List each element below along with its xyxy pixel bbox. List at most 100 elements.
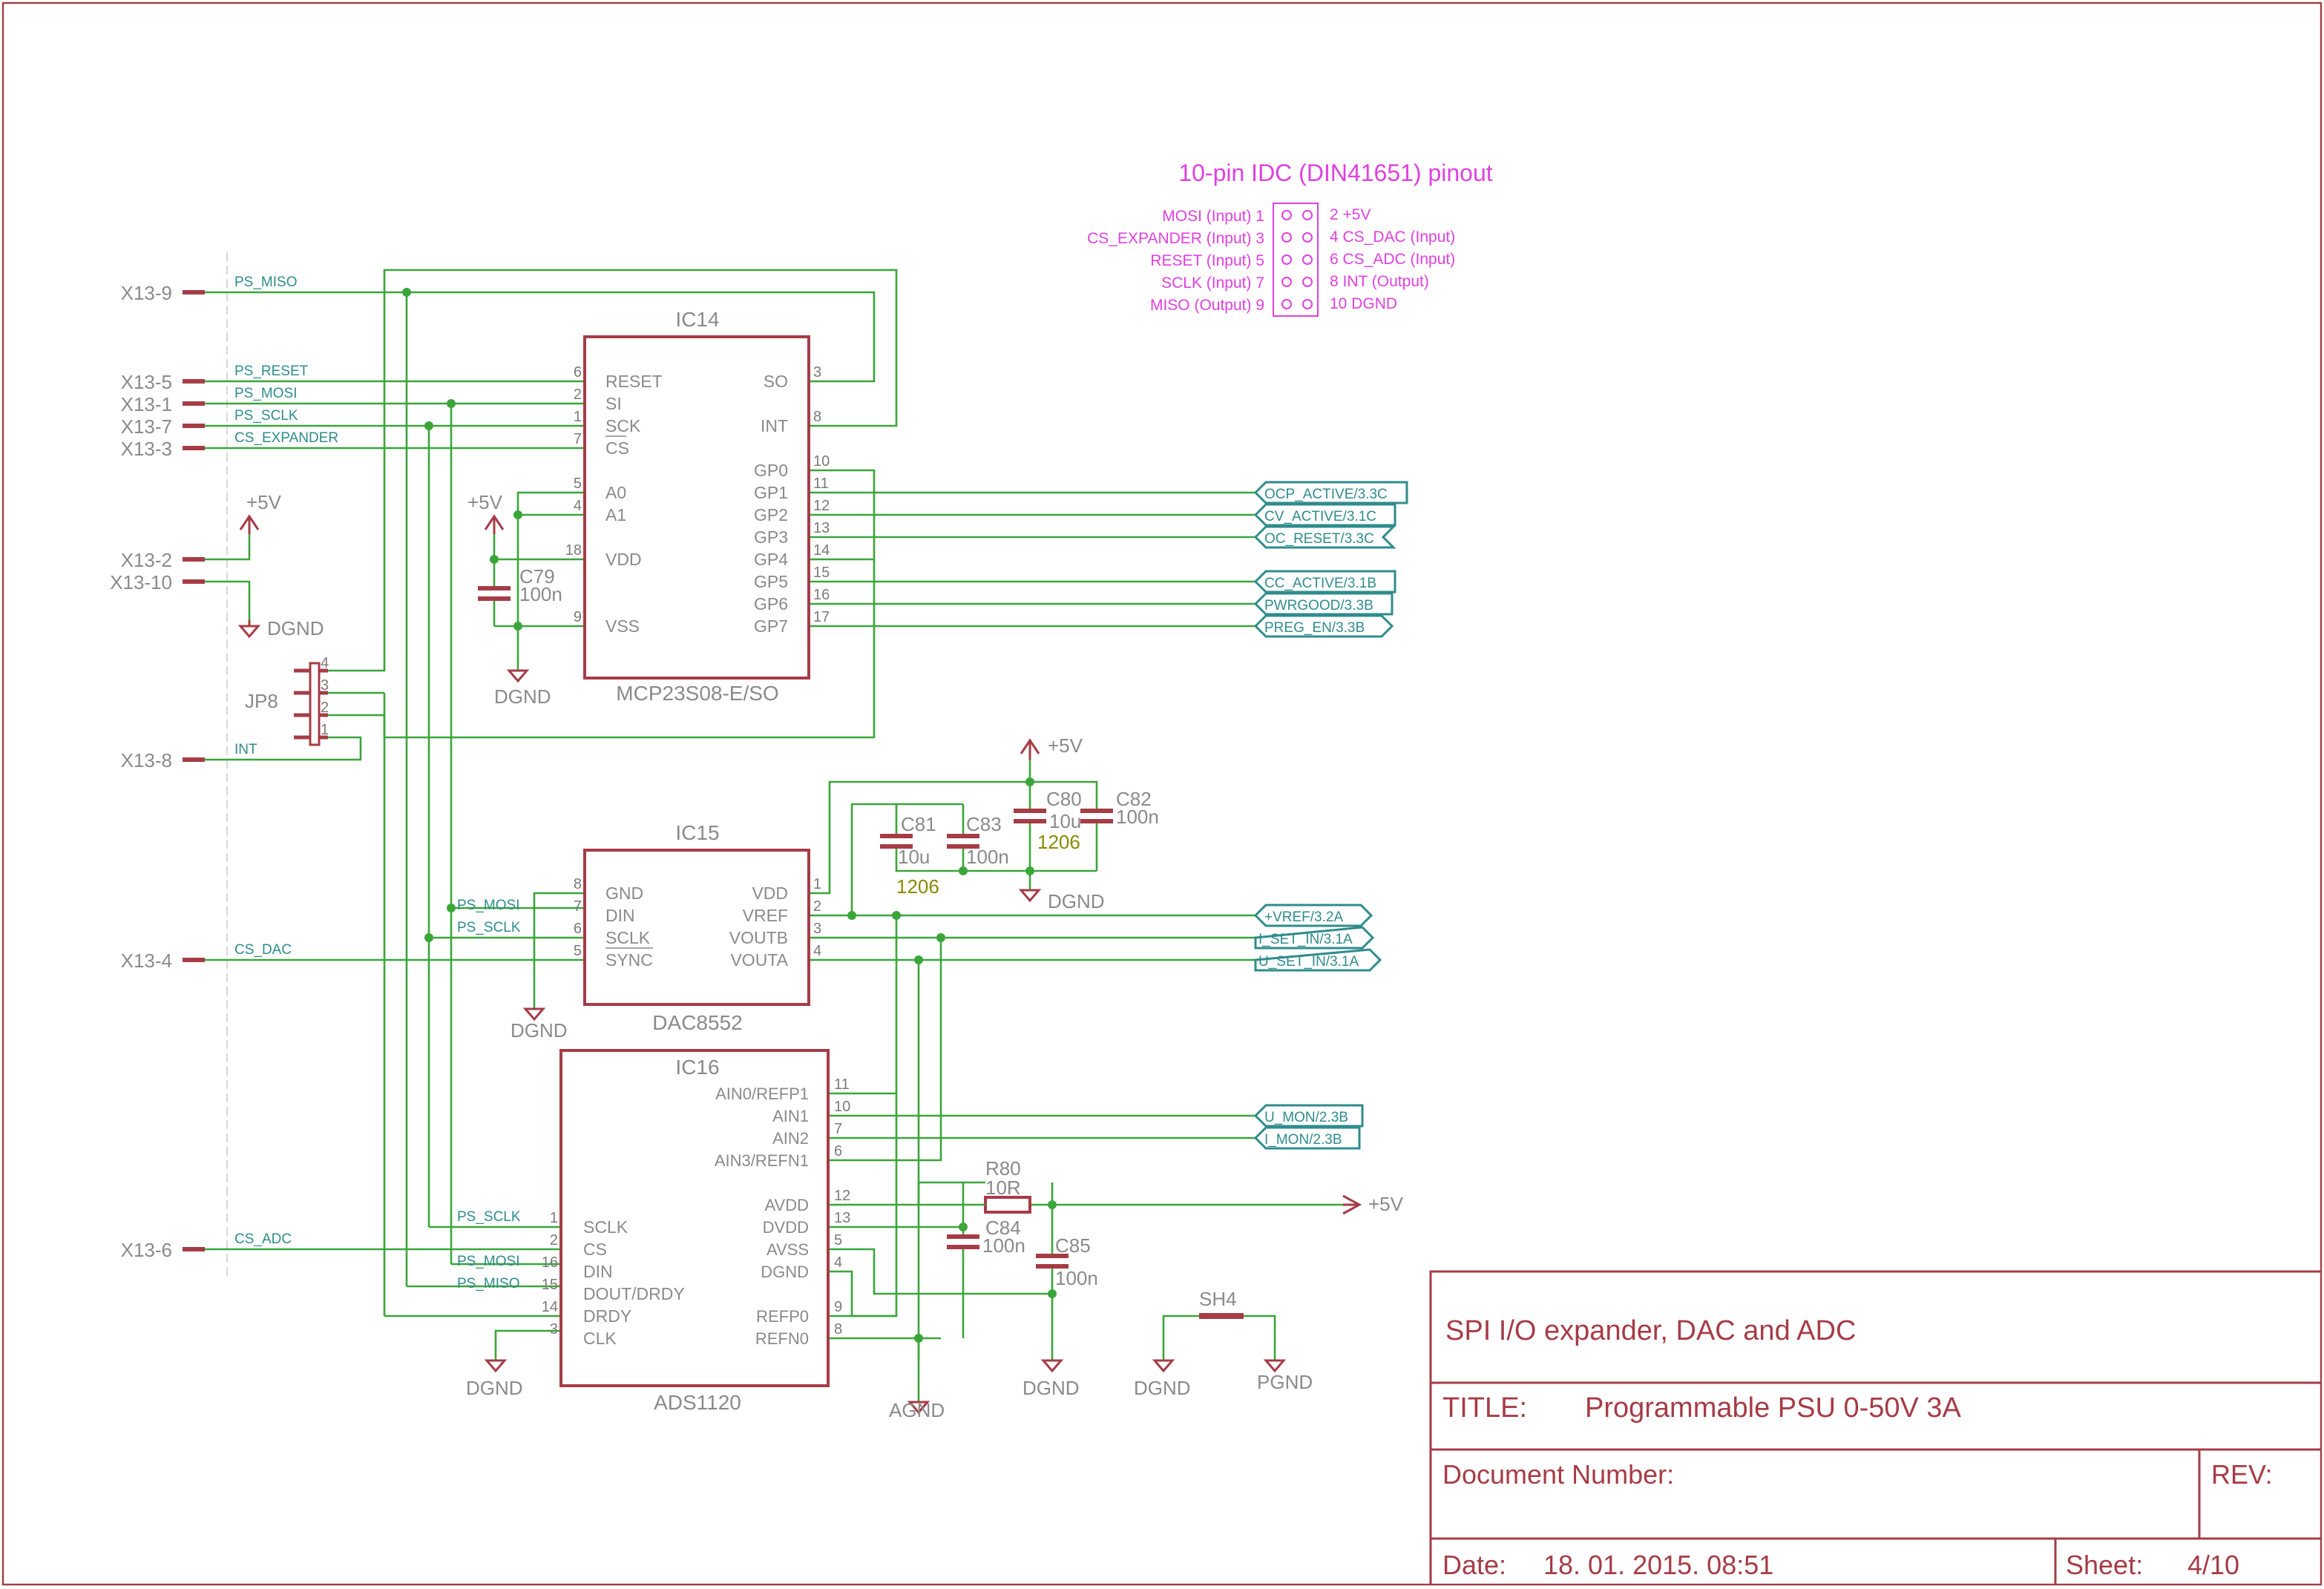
ic16-pin-label: DIN [583, 1262, 613, 1281]
sheet-label: Sheet: [2066, 1550, 2143, 1580]
ic16-pin-number: 4 [834, 1254, 842, 1271]
ic15-pin-number: 2 [813, 898, 821, 915]
ic16-pin-label: REFN0 [755, 1329, 809, 1348]
connector-pins [183, 290, 205, 1251]
ic15-pin-number: 6 [574, 921, 582, 937]
net-flag-u-set-in: U_SET_IN/3.1A [1258, 954, 1359, 970]
ic14-pin-number: 6 [574, 364, 582, 381]
power-label-dgnd: DGND [1023, 1377, 1080, 1399]
power-label-5v: +5V [1368, 1193, 1404, 1215]
ic14-pin-label: SCK [605, 416, 641, 435]
c79-value: 100n [519, 583, 562, 605]
power-label-5v: +5V [467, 491, 503, 513]
ic16-pin-label: DRDY [583, 1306, 631, 1326]
net-label-ps-sclk: PS_SCLK [457, 1209, 521, 1225]
ic15-pin-label: SCLK [605, 928, 651, 947]
ic16-ads1120: IC16 ADS1120 SCLK CS DIN DOUT/DRDY DRDY … [542, 1049, 850, 1414]
net-flag-i-mon: I_MON/2.3B [1264, 1132, 1342, 1148]
ic15-pin-label: VDD [752, 884, 788, 903]
ic15-output-flags [1253, 904, 1382, 972]
ic16-pin-label: CLK [583, 1329, 617, 1348]
c84-value: 100n [982, 1234, 1025, 1257]
idc-left-pin: RESET (Input) 5 [1150, 252, 1264, 269]
net-label-cs-adc: CS_ADC [234, 1231, 292, 1247]
ic16-pin-number: 1 [550, 1210, 558, 1226]
ic14-pin-number: 7 [574, 431, 582, 447]
ic14-pin-label: GP7 [754, 616, 788, 636]
net-flag-ocp-active: OCP_ACTIVE/3.3C [1264, 487, 1388, 502]
revision-label: REV: [2211, 1459, 2273, 1490]
connector-x13-7: X13-7 [121, 415, 172, 438]
net-label-ps-miso: PS_MISO [457, 1276, 519, 1292]
power-label-dgnd: DGND [267, 617, 324, 639]
net-label-int: INT [234, 742, 257, 757]
ic14-pin-label: GP6 [754, 594, 788, 613]
ic14-pin-number: 1 [574, 409, 582, 425]
ic14-pin-label: GP2 [754, 505, 788, 524]
ic16-pin-number: 13 [834, 1210, 850, 1226]
ic14-output-flags [1253, 481, 1408, 638]
jp8-pin-number: 3 [321, 677, 329, 694]
ic16-pin-number: 2 [550, 1232, 558, 1248]
title-label: TITLE: [1442, 1392, 1527, 1424]
net-label-ps-sclk: PS_SCLK [457, 920, 521, 935]
net-label-cs-dac: CS_DAC [234, 942, 292, 958]
net-flag-pwrgood: PWRGOOD/3.3B [1264, 598, 1373, 613]
ic14-pin-number: 15 [813, 565, 830, 581]
ic15-value: DAC8552 [652, 1011, 742, 1034]
net-label-ps-miso: PS_MISO [234, 274, 297, 290]
ic16-pin-label: REFP0 [756, 1307, 809, 1326]
ic15-name: IC15 [675, 821, 719, 844]
connector-x13-8: X13-8 [121, 749, 172, 772]
c82-name: C82 [1116, 788, 1152, 810]
idc-right-pin: 10 DGND [1330, 295, 1397, 312]
sheet-value: 4/10 [2187, 1550, 2239, 1580]
ic16-pin-number: 11 [834, 1076, 850, 1093]
idc-left-pin: CS_EXPANDER (Input) 3 [1087, 230, 1264, 247]
c79-name: C79 [519, 565, 555, 588]
ic14-mcp23s08: IC14 MCP23S08-E/SO RESET SI SCK CS A0 A1… [565, 308, 830, 705]
ic16-pin-label: AIN1 [772, 1107, 809, 1125]
jp8-pin-number: 1 [321, 722, 329, 738]
ic15-pin-number: 8 [574, 876, 582, 892]
ic15-pin-label: VOUTB [729, 928, 788, 947]
net-flag-cc-active: CC_ACTIVE/3.1B [1264, 576, 1376, 591]
ic16-pin-label: AIN2 [772, 1129, 809, 1148]
ic14-pin-label: SO [764, 372, 788, 391]
r80-value: 10R [985, 1177, 1021, 1199]
ic16-pin-number: 16 [542, 1254, 558, 1271]
ic14-pin-label: A1 [605, 505, 626, 524]
power-label-5v: +5V [1048, 734, 1083, 757]
ic16-value: ADS1120 [654, 1391, 741, 1414]
ic15-pin-label: DIN [605, 906, 635, 925]
ic14-pin-number: 10 [813, 453, 830, 470]
ic16-pin-label: DVDD [763, 1218, 809, 1237]
net-label-ps-mosi: PS_MOSI [234, 386, 297, 401]
ic16-pin-number: 14 [542, 1299, 558, 1315]
net-label-ps-reset: PS_RESET [234, 363, 309, 379]
ic15-pin-label: VREF [743, 906, 788, 925]
ic14-pin-number: 8 [813, 409, 821, 425]
c81-name: C81 [901, 813, 936, 835]
ic14-name: IC14 [675, 308, 719, 331]
net-flag-vref: +VREF/3.2A [1264, 909, 1343, 925]
ic14-pin-number: 9 [574, 609, 582, 625]
ic16-pin-label: AIN3/REFN1 [715, 1151, 809, 1170]
ic16-pin-label: DGND [761, 1263, 809, 1281]
solder-jumper-sh4: SH4 [1199, 1288, 1244, 1319]
ic16-pin-label: CS [583, 1240, 607, 1259]
power-label-dgnd: DGND [1134, 1377, 1191, 1399]
ic16-pin-number: 8 [834, 1321, 842, 1338]
ic15-pin-number: 3 [813, 921, 821, 937]
ic16-output-flags [1253, 1104, 1364, 1150]
document-number-label: Document Number: [1442, 1459, 1674, 1490]
resistor-r80: R80 10R [919, 1157, 1031, 1214]
c80-value: 10u [1049, 810, 1081, 832]
date-label: Date: [1442, 1550, 1506, 1580]
capacitor-c84: C84 100n [947, 1217, 1025, 1257]
r80-name: R80 [985, 1157, 1021, 1180]
connector-x13-10: X13-10 [110, 571, 172, 593]
ic14-pin-label: CS [605, 438, 629, 458]
ic15-pin-label: GND [605, 884, 643, 903]
